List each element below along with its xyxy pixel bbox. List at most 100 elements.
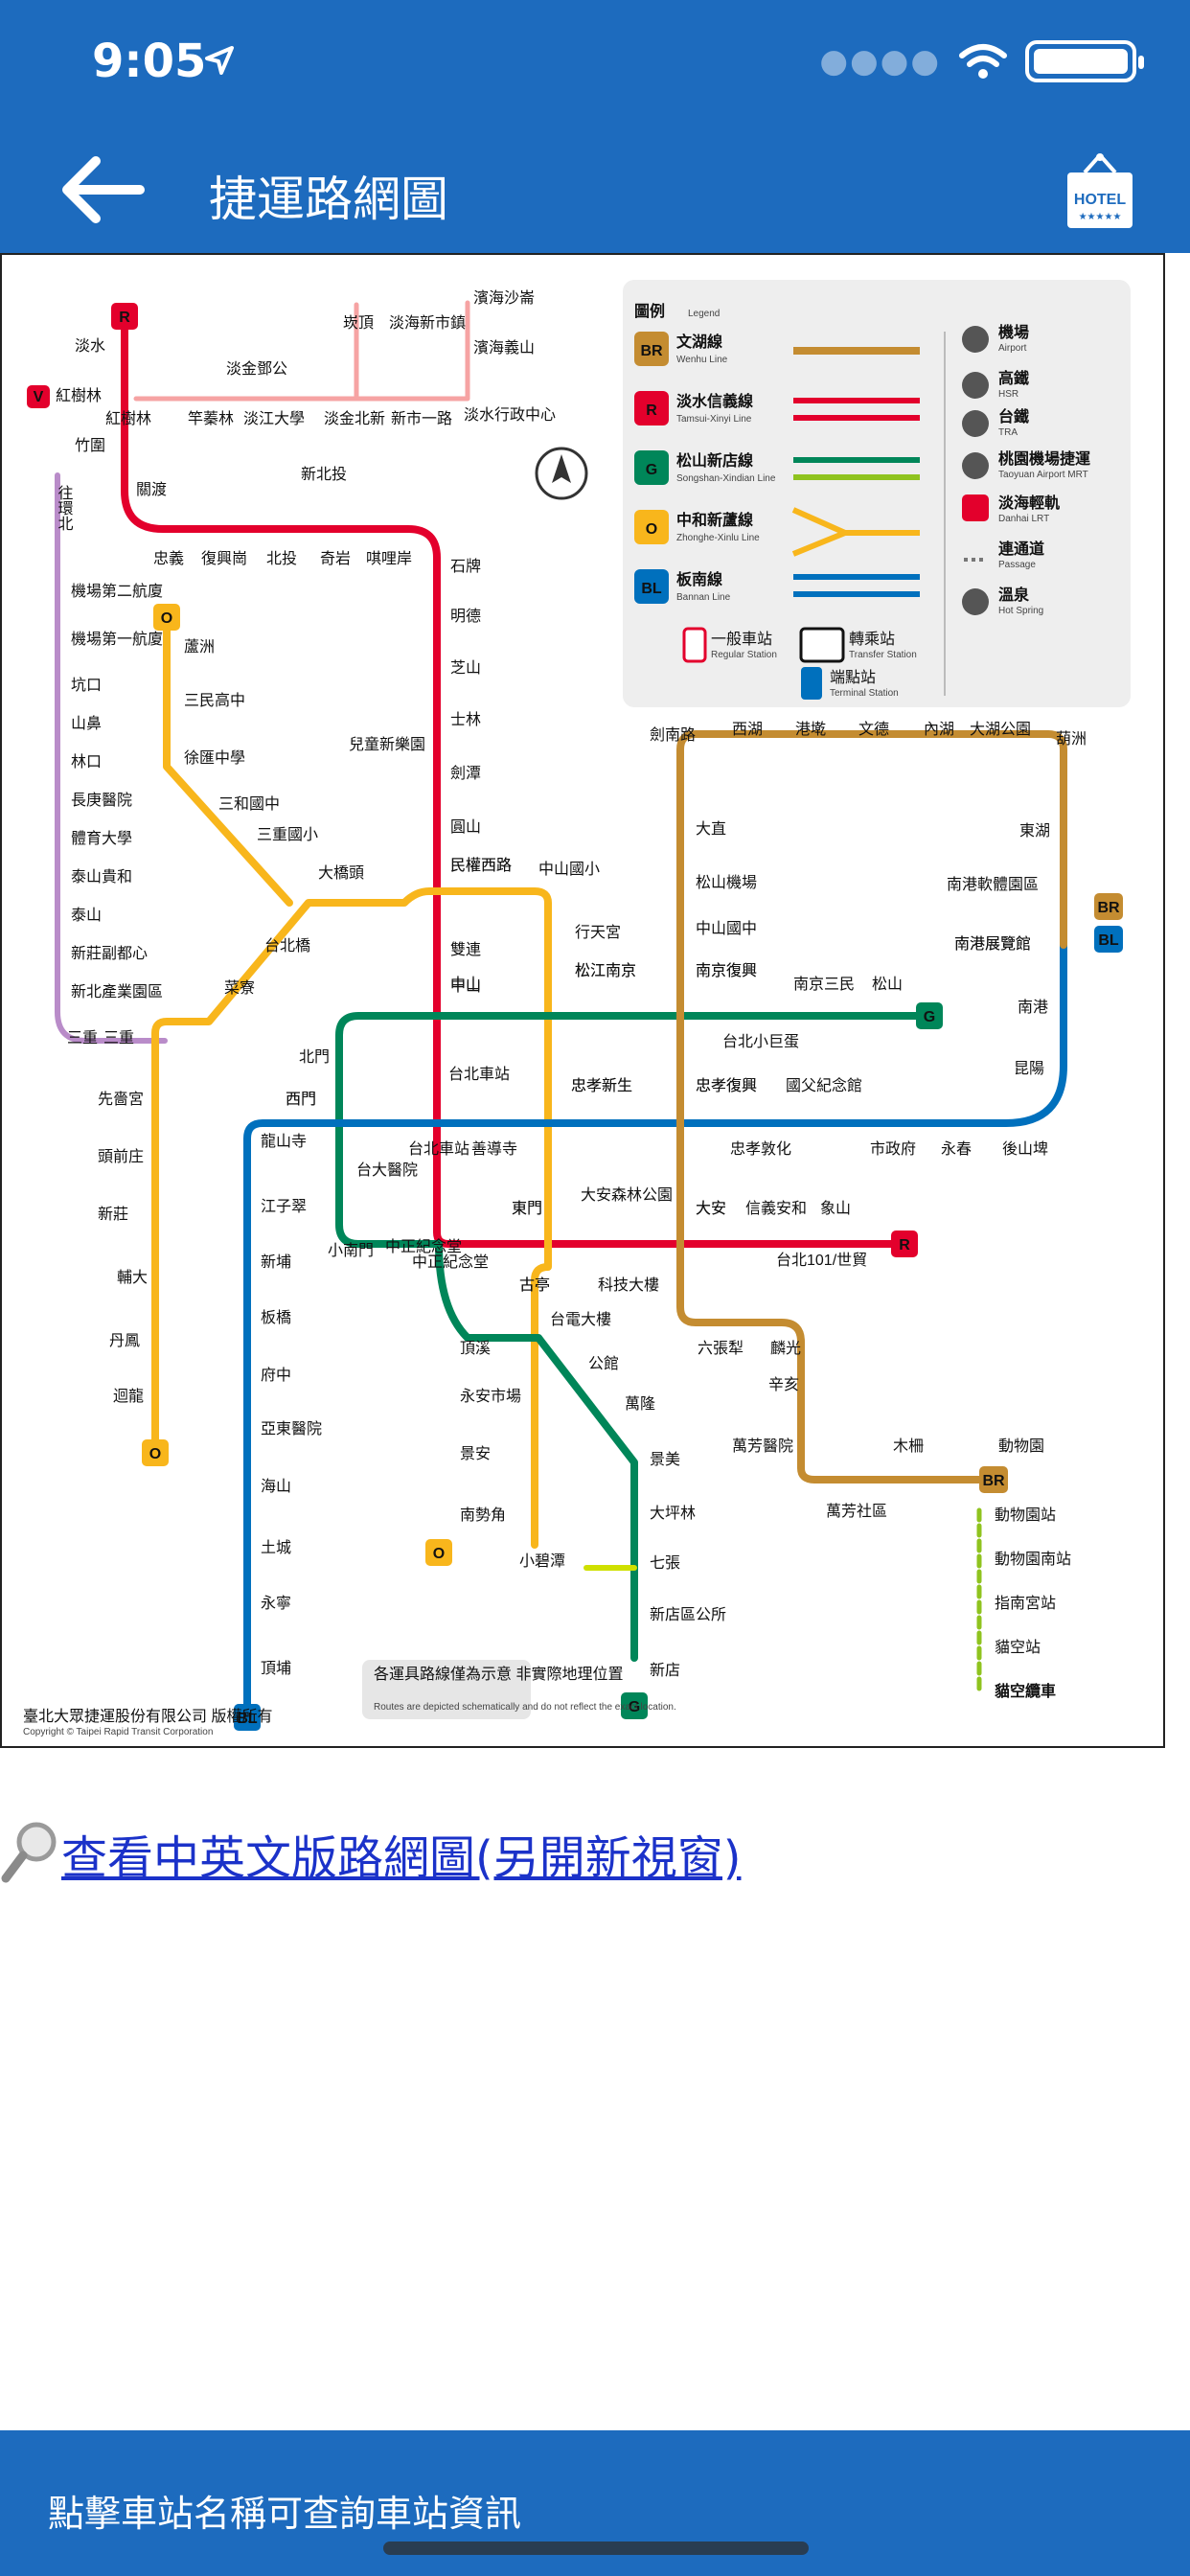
station-ckskmh[interactable]: 中正紀念堂 [412,1253,489,1271]
station-jiannan-rd[interactable]: 劍南路 [650,726,696,744]
station-dazhi[interactable]: 大直 [696,820,726,838]
arrow-left-icon[interactable] [59,153,146,226]
station-xinshi-1st-rd[interactable]: 新市一路 [391,410,452,427]
station-danjin-beixin[interactable]: 淡金北新 [324,410,385,427]
station-daqiaotou[interactable]: 大橋頭 [318,864,364,882]
legend-terminal-station-en[interactable]: Terminal Station [830,688,899,699]
station-houshanpi[interactable]: 後山埤 [1002,1140,1048,1158]
legend-transfer-station[interactable]: 轉乘站 [849,631,895,648]
station-sanchong[interactable]: 三重 [103,1029,134,1046]
legend-hot-spring[interactable]: 溫泉 [998,586,1030,604]
terminal-r-xiangshan[interactable]: R [899,1237,910,1254]
station-donghu[interactable]: 東湖 [1019,822,1050,840]
legend-hsr[interactable]: 高鐵 [998,369,1029,387]
station-sanchong-elementary[interactable]: 三重國小 [257,826,318,843]
station-jiantan[interactable]: 劍潭 [450,765,481,782]
station-ganzhenlin[interactable]: 竿蓁林 [188,410,234,427]
station-fuzhong[interactable]: 府中 [261,1367,291,1384]
station-zhongxiao-fuxing-br[interactable]: 忠孝復興 [696,1077,757,1094]
station-zhongxiao-xinsheng-o[interactable]: 忠孝新生 [571,1077,632,1094]
station-xingtian-temple[interactable]: 行天宮 [575,924,621,941]
station-nangang-software-park[interactable]: 南港軟體園區 [947,876,1039,893]
station-kanding[interactable]: 崁頂 [343,314,374,332]
station-chang-gung-memorial-hospital[interactable]: 長庚醫院 [71,792,132,809]
station-qiyan[interactable]: 奇岩 [320,550,351,567]
poi-childrens-amusement-park[interactable]: 兒童新樂園 [349,735,425,753]
home-indicator[interactable] [383,2542,809,2555]
station-tamkang-university[interactable]: 淡江大學 [243,410,305,427]
station-shanbi[interactable]: 山鼻 [71,715,102,732]
legend-title[interactable]: 圖例 [634,302,665,320]
map-notice-en[interactable]: Routes are depicted schematically and do… [374,1702,676,1713]
station-zhinan-temple[interactable]: 指南宮站 [995,1595,1056,1612]
station-nanshijiao[interactable]: 南勢角 [460,1506,506,1524]
legend-name-g[interactable]: 松山新店線 [676,451,753,470]
station-yongan-market[interactable]: 永安市場 [460,1388,521,1405]
legend-code-br[interactable]: BR [640,343,663,359]
station-shuanglian[interactable]: 雙連 [450,941,481,958]
station-sanhe-junior-high[interactable]: 三和國中 [218,795,280,813]
station-touqianzhuang[interactable]: 頭前庄 [98,1148,144,1165]
station-fuxinggang[interactable]: 復興崗 [201,550,247,567]
terminal-g-songshan[interactable]: G [924,1009,935,1025]
station-xinhai[interactable]: 辛亥 [768,1376,799,1393]
legend-airport-en[interactable]: Airport [998,343,1027,354]
station-dingxi[interactable]: 頂溪 [460,1340,491,1357]
terminal-o-luzhou[interactable]: O [161,610,172,627]
legend-transfer-station-en[interactable]: Transfer Station [849,650,917,660]
terminal-o-nanshijiao[interactable]: O [433,1546,445,1562]
station-dongmen[interactable]: 東門 [512,1200,542,1217]
station-guting[interactable]: 古亭 [519,1276,550,1294]
legend-airport-mrt-en[interactable]: Taoyuan Airport MRT [998,470,1088,480]
station-ximen[interactable]: 西門 [286,1092,316,1108]
station-sanchong-a1[interactable]: 三重 [67,1029,98,1046]
station-nangang[interactable]: 南港 [1018,999,1048,1016]
station-far-eastern-hospital[interactable]: 亞東醫院 [261,1420,322,1438]
station-dingpu[interactable]: 頂埔 [261,1660,291,1677]
station-zhongshan-junior-high[interactable]: 中山國中 [696,920,757,937]
station-binhai-shalun[interactable]: 濱海沙崙 [473,289,535,307]
legend-name-en-r[interactable]: Tamsui-Xinyi Line [676,414,752,425]
station-daan-park[interactable]: 大安森林公園 [581,1186,673,1204]
station-gongguan[interactable]: 公館 [588,1355,619,1372]
legend-tra-en[interactable]: TRA [998,427,1018,438]
station-tucheng[interactable]: 土城 [261,1539,291,1556]
station-xinpu[interactable]: 新埔 [261,1254,291,1271]
terminal-br-zoo[interactable]: BR [982,1473,1005,1489]
station-daan-br[interactable]: 大安 [696,1200,726,1217]
station-linkou[interactable]: 林口 [71,753,102,770]
station-maokong[interactable]: 貓空站 [995,1639,1041,1656]
station-beimen[interactable]: 北門 [299,1048,330,1066]
legend-tra[interactable]: 台鐵 [998,407,1029,426]
station-binhai-yishan[interactable]: 濱海義山 [473,339,535,356]
station-danhai-new-town[interactable]: 淡海新市鎮 [389,314,466,332]
station-zhishan[interactable]: 芝山 [450,659,481,677]
legend-passage[interactable]: 連通道 [998,540,1044,558]
legend-regular-station[interactable]: 一般車站 [711,631,772,648]
station-shilin[interactable]: 士林 [450,711,481,728]
legend-name-br[interactable]: 文湖線 [676,333,722,351]
station-yuanshan[interactable]: 圓山 [450,818,481,836]
station-airport-terminal-2[interactable]: 機場第二航廈 [71,583,163,600]
station-nangang-exhibition-br[interactable]: 南港展覽館 [954,935,1031,953]
station-nanjing-fuxing[interactable]: 南京復興 [696,962,757,979]
station-nangang-exhibition[interactable]: 南港展覽館 [954,935,1031,953]
station-guandu[interactable]: 關渡 [136,481,167,498]
station-zhongxiao-fuxing[interactable]: 忠孝復興 [696,1077,757,1094]
metro-map[interactable]: 圖例 Legend BR 文湖線 Wenhu Line R 淡水信義線 Tams… [0,253,1165,1748]
legend-title-en[interactable]: Legend [688,309,720,319]
station-hongshulin[interactable]: 紅樹林 [56,387,102,404]
station-jingan[interactable]: 景安 [460,1445,491,1462]
station-national-taiwan-sport-university[interactable]: 體育大學 [71,830,132,847]
station-gangqian[interactable]: 港墘 [795,721,826,738]
legend-danhai-lrt[interactable]: 淡海輕軌 [998,494,1060,512]
station-wanfang-hospital[interactable]: 萬芳醫院 [732,1438,793,1455]
station-guting-o[interactable]: 古亭 [519,1276,550,1294]
map-copyright[interactable]: 臺北大眾捷運股份有限公司 版權所有 [23,1708,272,1725]
station-wende[interactable]: 文德 [858,721,889,738]
station-songshan[interactable]: 松山 [872,976,903,993]
station-shipai[interactable]: 石牌 [450,558,481,575]
station-yongning[interactable]: 永寧 [261,1595,291,1612]
station-dahu-park[interactable]: 大湖公園 [970,721,1031,738]
station-danjin-denggong[interactable]: 淡金鄧公 [226,360,287,378]
